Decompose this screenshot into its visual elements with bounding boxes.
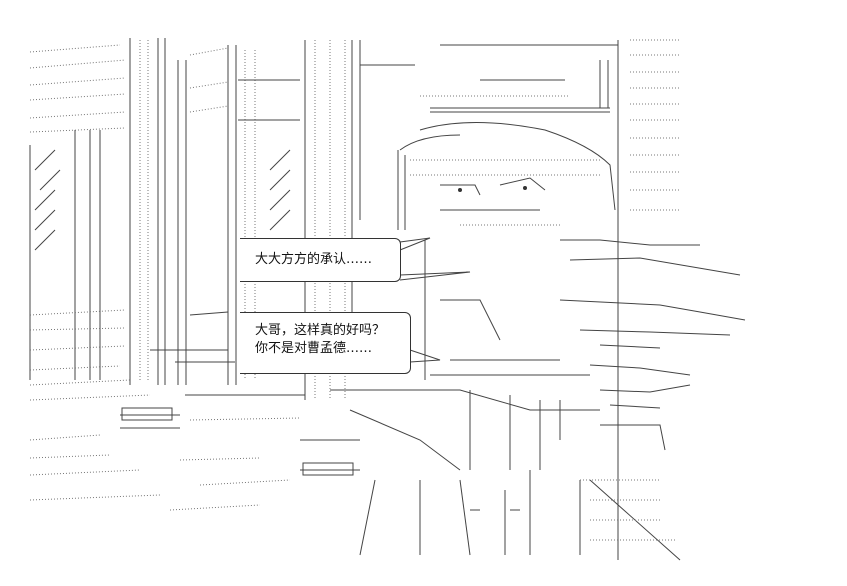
speech-line: 大大方方的承认…… xyxy=(255,252,373,267)
shoji-screen-left xyxy=(29,130,291,380)
right-building xyxy=(420,39,680,560)
speech-line-1: 大哥，这样真的好吗？ xyxy=(255,323,386,338)
speech-bubble-bottom xyxy=(240,312,411,374)
bubble-pointers xyxy=(399,237,471,363)
speech-line-2: 你不是对曹孟德…… xyxy=(255,341,373,356)
speech-bubble-top xyxy=(240,238,401,282)
character-figure xyxy=(330,122,746,561)
speech-text-top: 大大方方的承认…… xyxy=(255,251,372,269)
speech-text-bottom: 大哥，这样真的好吗？ 你不是对曹孟德…… xyxy=(255,322,385,358)
